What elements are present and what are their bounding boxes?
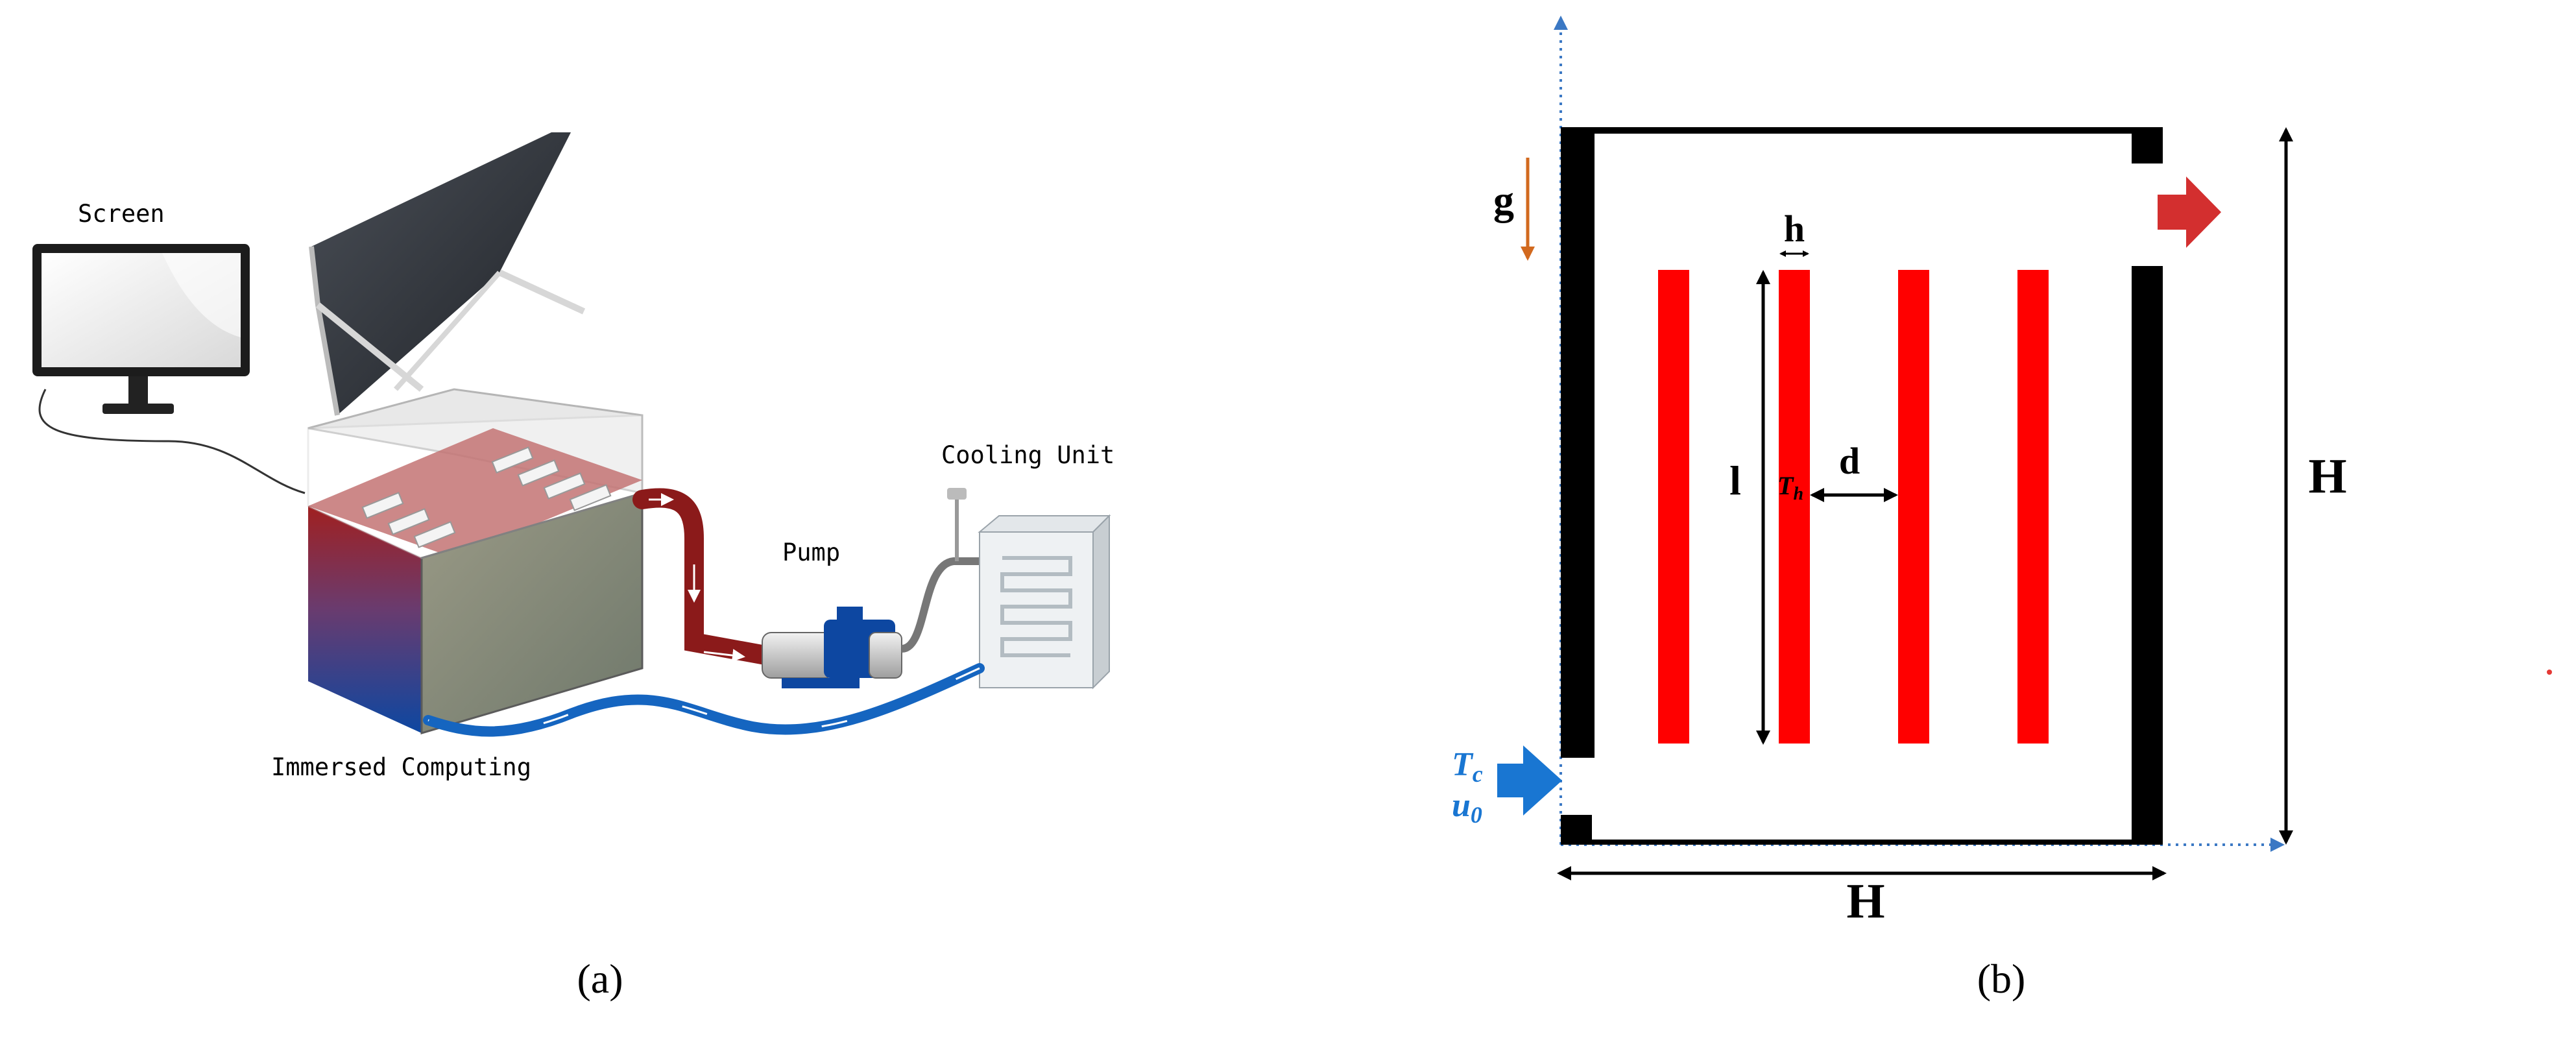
cold-pipe-highlight (427, 667, 980, 732)
immersed-computing-label: Immersed Computing (271, 753, 531, 781)
monitor-neck (128, 376, 148, 405)
monitor-base (102, 404, 174, 414)
cooling-unit (947, 488, 1111, 690)
outlet-arrow (2158, 176, 2221, 248)
cooling-unit-label: Cooling Unit (941, 441, 1114, 469)
heater-2 (1779, 270, 1810, 744)
lid-strut-3 (394, 271, 501, 391)
heater-3 (1898, 270, 1929, 744)
inlet-temp-symbol: T (1452, 746, 1474, 783)
left-wall-foot (1561, 815, 1592, 845)
heater-1 (1658, 270, 1689, 744)
lid-panel (311, 132, 571, 415)
inlet-velocity-label: u0 (1452, 787, 1482, 828)
height-label: H (2308, 449, 2346, 503)
right-wall (2132, 266, 2163, 845)
panel-b: g h l Th d H H Tc u0 (b) (1452, 16, 2552, 1002)
left-wall (1561, 127, 1595, 758)
monitor-cable (38, 389, 306, 494)
heater-temp-subscript: h (1793, 484, 1803, 504)
heater-temp-label: Th (1777, 471, 1803, 504)
bottom-wall (1561, 840, 2163, 845)
gravity-label: g (1493, 177, 1514, 223)
monitor (32, 244, 306, 494)
hot-pipe-flow-arrow-3 (703, 649, 745, 662)
top-wall (1561, 127, 2163, 134)
hot-pipe (632, 488, 775, 665)
heater-width-label: h (1784, 208, 1805, 250)
tank-front-face (420, 491, 644, 735)
pump-base (782, 678, 860, 688)
pump-label: Pump (782, 538, 840, 566)
pump-to-cooler-hose (900, 557, 980, 653)
spacing-label: d (1839, 440, 1860, 482)
heater-temp-symbol: T (1777, 471, 1794, 500)
cooler-coil (1000, 556, 1072, 657)
width-label: H (1846, 874, 1884, 928)
pump (762, 607, 902, 688)
caption-a: (a) (577, 956, 623, 1002)
inlet-arrow (1497, 745, 1562, 816)
tank-lid (309, 132, 586, 416)
tank-left-face (308, 506, 422, 733)
caption-b: (b) (1977, 956, 2026, 1002)
top-wall-lip (2132, 127, 2163, 163)
cooler-side (1092, 514, 1110, 690)
server-blades (361, 446, 612, 548)
pump-handle (837, 607, 863, 623)
cooler-top (978, 515, 1111, 533)
panel-a: Screen Imm (32, 132, 1114, 1002)
inlet-temp-label: Tc (1452, 746, 1483, 787)
pump-cap (869, 632, 902, 679)
pump-motor (762, 632, 834, 679)
lid-strut-1 (315, 302, 424, 392)
inlet-temp-subscript: c (1473, 761, 1483, 787)
immersion-tank (307, 388, 644, 735)
inlet-velocity-symbol: u (1452, 787, 1471, 824)
lid-strut-2 (498, 269, 586, 315)
cooler-valve-knob (947, 488, 967, 500)
inlet-velocity-subscript: 0 (1471, 802, 1482, 828)
cooler-front (979, 531, 1094, 688)
monitor-glare (162, 253, 241, 337)
heater-length-label: l (1729, 457, 1741, 503)
red-dot (2547, 670, 2552, 675)
screen-label: Screen (78, 200, 165, 228)
heater-4 (2017, 270, 2049, 744)
